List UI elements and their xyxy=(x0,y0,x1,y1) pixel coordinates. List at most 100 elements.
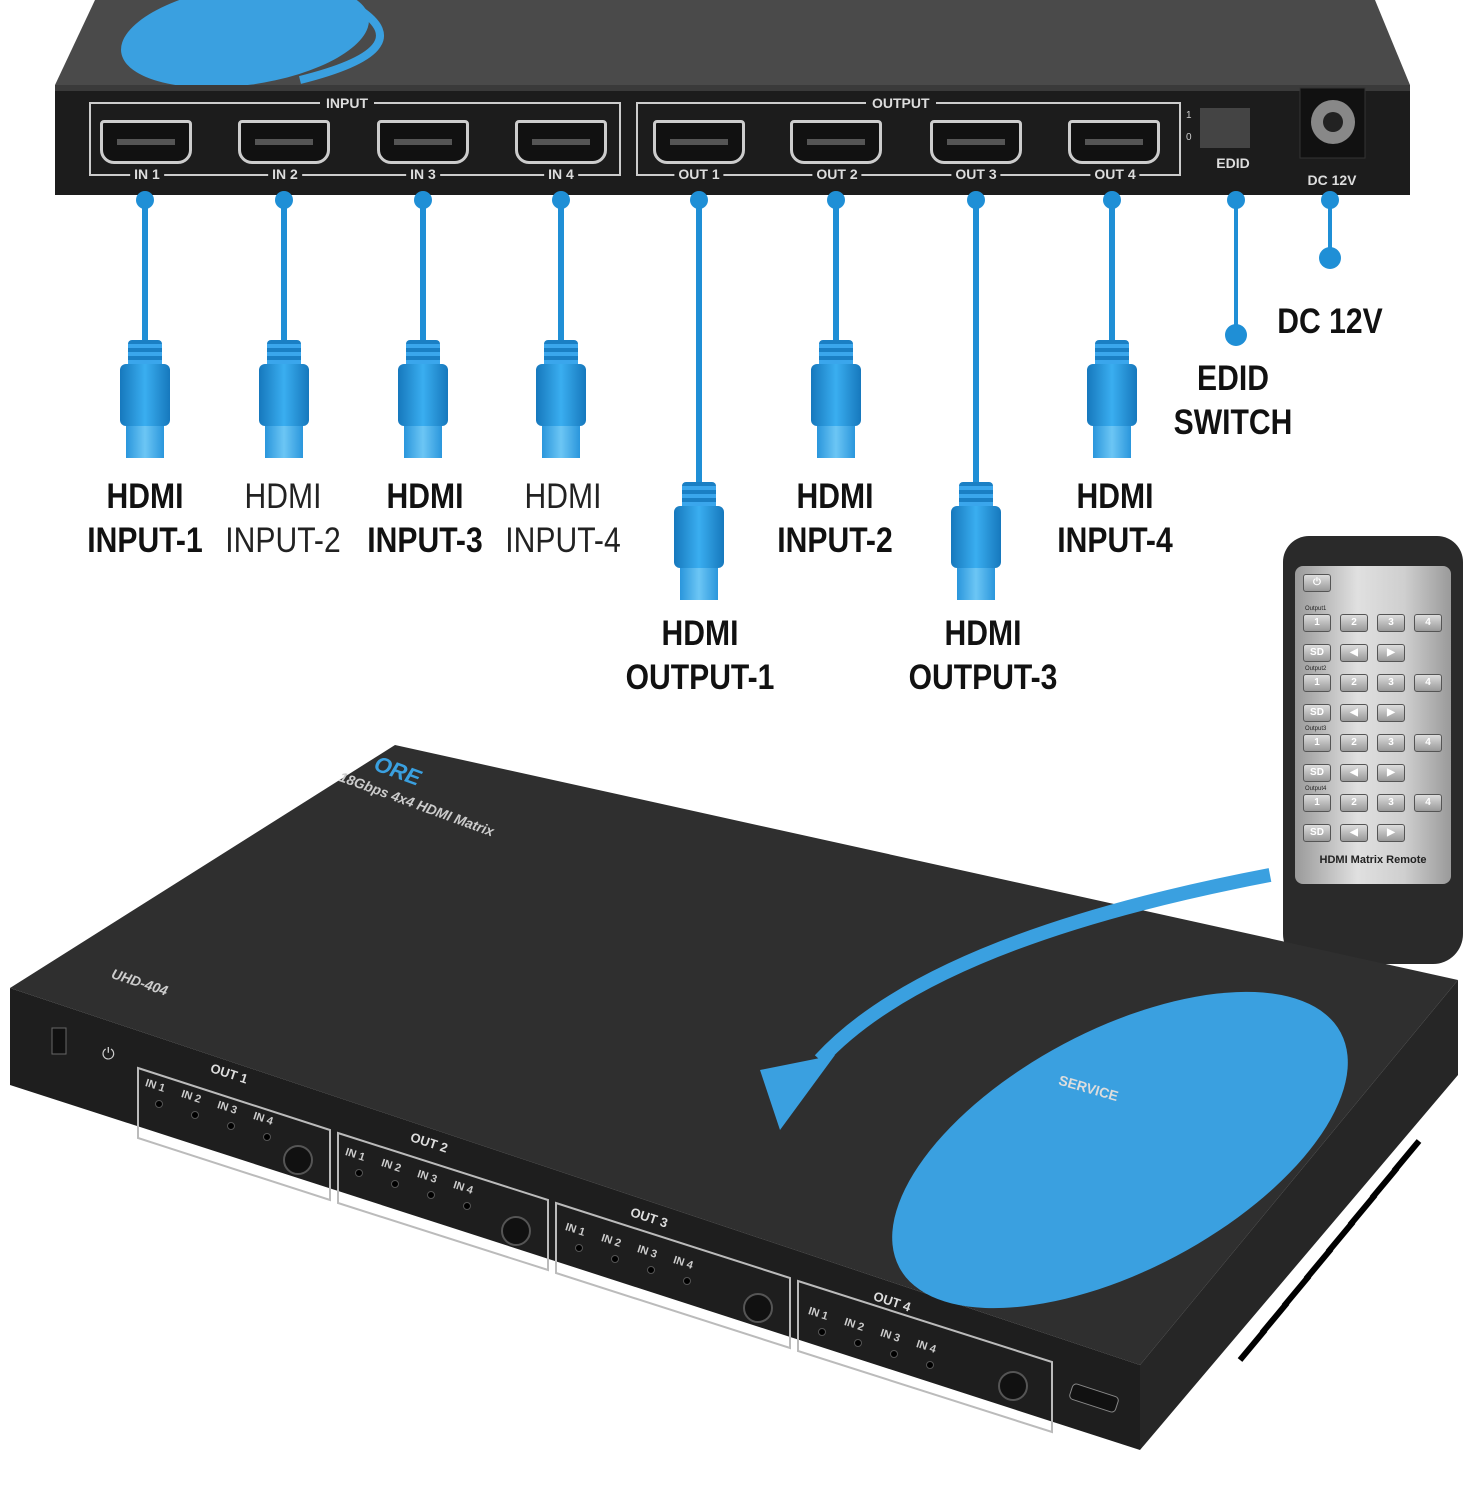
dot xyxy=(1319,247,1341,269)
output-section-label: OUTPUT xyxy=(866,95,936,111)
port-label: IN 3 xyxy=(406,166,440,182)
remote-left-button[interactable]: ◀ xyxy=(1340,824,1368,842)
remote-input-button[interactable]: 4 xyxy=(1414,734,1442,752)
dot xyxy=(414,191,432,209)
remote-sd-button[interactable]: SD xyxy=(1303,644,1331,662)
hdmi-port-in4 xyxy=(515,120,607,164)
remote-left-button[interactable]: ◀ xyxy=(1340,764,1368,782)
remote-left-button[interactable]: ◀ xyxy=(1340,704,1368,722)
remote-section-label: Output2 xyxy=(1305,666,1327,672)
hdmi-plug xyxy=(536,340,586,458)
dc-label: DC 12V xyxy=(1307,172,1357,188)
led-indicator xyxy=(191,1111,199,1119)
led-indicator xyxy=(683,1277,691,1285)
remote-right-button[interactable]: ▶ xyxy=(1377,704,1405,722)
led-indicator xyxy=(854,1339,862,1347)
led-indicator xyxy=(611,1255,619,1263)
hdmi-port-out1 xyxy=(653,120,745,164)
remote-sd-button[interactable]: SD xyxy=(1303,824,1331,842)
remote-input-button[interactable]: 3 xyxy=(1377,794,1405,812)
dot xyxy=(1321,191,1339,209)
led-indicator xyxy=(391,1180,399,1188)
cable xyxy=(833,200,839,345)
hdmi-plug xyxy=(951,482,1001,600)
remote-input-button[interactable]: 4 xyxy=(1414,614,1442,632)
dot xyxy=(690,191,708,209)
led-indicator xyxy=(647,1266,655,1274)
cable xyxy=(696,200,702,485)
cable xyxy=(558,200,564,345)
remote-title: HDMI Matrix Remote xyxy=(1319,854,1427,866)
hdmi-port-in1 xyxy=(100,120,192,164)
port-label: OUT 1 xyxy=(674,166,724,182)
hdmi-plug xyxy=(259,340,309,458)
dip-label-1: 1 xyxy=(1186,110,1192,121)
dot xyxy=(827,191,845,209)
dot xyxy=(1103,191,1121,209)
hdmi-plug xyxy=(120,340,170,458)
cable xyxy=(1109,200,1115,345)
pointer-line xyxy=(1328,200,1332,258)
remote-input-button[interactable]: 2 xyxy=(1340,734,1368,752)
remote-section-label: Output1 xyxy=(1305,606,1327,612)
led-indicator xyxy=(926,1361,934,1369)
remote-left-button[interactable]: ◀ xyxy=(1340,644,1368,662)
edid-label: EDID xyxy=(1216,155,1250,171)
power-button[interactable]: ⏻ xyxy=(1303,574,1331,592)
remote-input-button[interactable]: 3 xyxy=(1377,614,1405,632)
led-indicator xyxy=(263,1133,271,1141)
led-indicator xyxy=(818,1328,826,1336)
port-label: IN 4 xyxy=(544,166,578,182)
power-button[interactable]: ⏻ xyxy=(102,1046,115,1063)
hdmi-plug xyxy=(398,340,448,458)
cable xyxy=(142,200,148,345)
front-unit xyxy=(10,745,1458,1450)
hdmi-plug xyxy=(1087,340,1137,458)
remote-input-button[interactable]: 2 xyxy=(1340,614,1368,632)
remote-input-button[interactable]: 1 xyxy=(1303,614,1331,632)
port-label: OUT 4 xyxy=(1090,166,1140,182)
dot xyxy=(1227,191,1245,209)
dip-label-0: 0 xyxy=(1186,132,1192,143)
remote-input-button[interactable]: 3 xyxy=(1377,674,1405,692)
port-label: OUT 2 xyxy=(812,166,862,182)
remote-input-button[interactable]: 1 xyxy=(1303,674,1331,692)
remote-right-button[interactable]: ▶ xyxy=(1377,824,1405,842)
hdmi-port-in2 xyxy=(238,120,330,164)
dot xyxy=(136,191,154,209)
pointer-line xyxy=(1234,200,1238,335)
led-indicator xyxy=(155,1100,163,1108)
remote-input-button[interactable]: 4 xyxy=(1414,794,1442,812)
remote-input-button[interactable]: 1 xyxy=(1303,734,1331,752)
remote-input-button[interactable]: 4 xyxy=(1414,674,1442,692)
remote-sd-button[interactable]: SD xyxy=(1303,704,1331,722)
remote-section-label: Output4 xyxy=(1305,786,1327,792)
hdmi-port-out3 xyxy=(930,120,1022,164)
remote-input-button[interactable]: 1 xyxy=(1303,794,1331,812)
dot xyxy=(967,191,985,209)
cable xyxy=(420,200,426,345)
remote-section-label: Output3 xyxy=(1305,726,1327,732)
led-indicator xyxy=(463,1202,471,1210)
remote-right-button[interactable]: ▶ xyxy=(1377,764,1405,782)
input-section-label: INPUT xyxy=(320,95,374,111)
cable xyxy=(973,200,979,485)
remote-sd-button[interactable]: SD xyxy=(1303,764,1331,782)
hdmi-port-out2 xyxy=(790,120,882,164)
remote-input-button[interactable]: 2 xyxy=(1340,794,1368,812)
port-label: IN 2 xyxy=(268,166,302,182)
remote-input-button[interactable]: 2 xyxy=(1340,674,1368,692)
dot xyxy=(552,191,570,209)
remote-right-button[interactable]: ▶ xyxy=(1377,644,1405,662)
remote-input-button[interactable]: 3 xyxy=(1377,734,1405,752)
hdmi-plug xyxy=(811,340,861,458)
